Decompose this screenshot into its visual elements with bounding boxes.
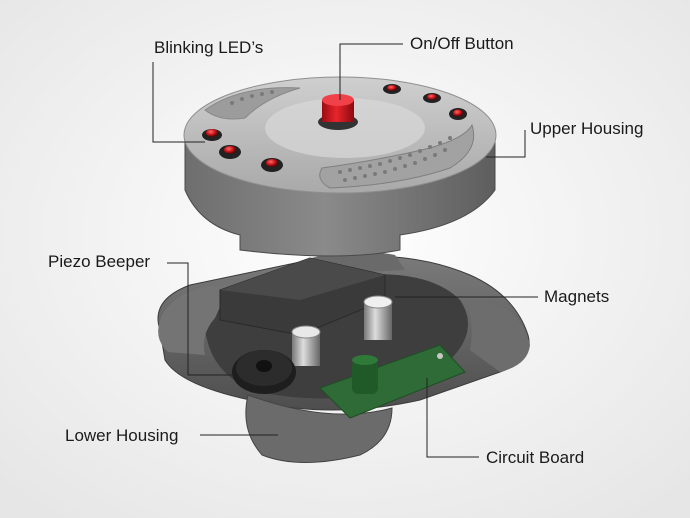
- label-magnets: Magnets: [544, 287, 610, 306]
- leader-piezo-beeper: [167, 262, 234, 376]
- magnet-right: [363, 295, 393, 340]
- label-on-off-button: On/Off Button: [410, 34, 514, 53]
- led-3: [261, 158, 283, 172]
- led-5: [423, 93, 441, 103]
- circuit-board: [319, 344, 466, 419]
- led-6: [449, 108, 467, 120]
- leader-upper-housing: [486, 130, 526, 158]
- grip-dots: [230, 90, 452, 182]
- led-4: [383, 84, 401, 94]
- piezo-beeper: [232, 350, 296, 394]
- label-piezo-beeper: Piezo Beeper: [48, 252, 151, 271]
- magnet-left: [291, 325, 321, 366]
- leader-lines: [152, 43, 538, 458]
- leader-on-off-button: [339, 43, 403, 100]
- led-2: [219, 145, 241, 159]
- leader-circuit-board: [426, 378, 479, 458]
- label-circuit-board: Circuit Board: [486, 448, 585, 467]
- on-off-button: [318, 94, 358, 130]
- label-lower-housing: Lower Housing: [65, 426, 179, 445]
- label-blinking-leds: Blinking LED’s: [154, 38, 264, 57]
- label-upper-housing: Upper Housing: [530, 119, 644, 138]
- leader-blinking-leds: [152, 62, 205, 143]
- led-1: [202, 129, 222, 141]
